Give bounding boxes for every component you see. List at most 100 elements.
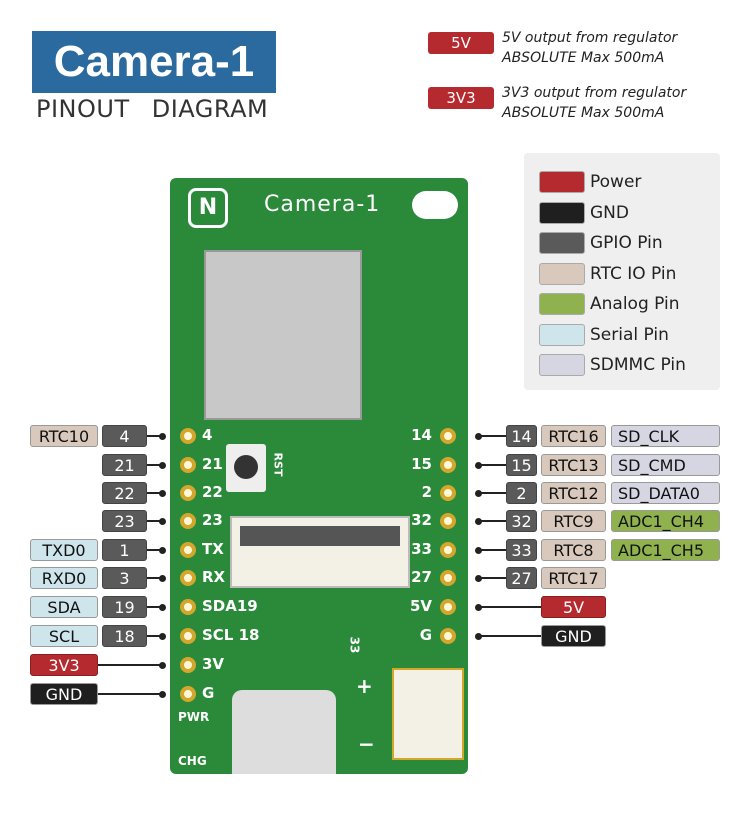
- pin-label-function: SD_DATA0: [611, 482, 720, 504]
- pin-dot: [159, 518, 166, 525]
- reset-button[interactable]: [226, 444, 266, 492]
- pin-label-function: SCL: [30, 625, 98, 647]
- mounting-hole: [412, 191, 458, 219]
- legend-label: GPIO Pin: [590, 233, 663, 253]
- legend-label: Serial Pin: [590, 324, 669, 345]
- pin-silk: 5V: [409, 597, 432, 615]
- pin-leader: [147, 520, 162, 522]
- pin-pad: [440, 628, 456, 644]
- note-3v3-line2: ABSOLUTE Max 500mA: [502, 105, 665, 121]
- logo-icon: N: [188, 188, 228, 228]
- battery-connector: [392, 668, 464, 760]
- pin-silk: 14: [411, 426, 432, 444]
- legend-label: GND: [590, 202, 629, 223]
- legend-label: SDMMC Pin: [590, 355, 686, 375]
- pin-silk: RX: [202, 568, 226, 586]
- pin-leader: [147, 492, 162, 494]
- pin-label-function: RXD0: [30, 567, 98, 589]
- pin-label-gpio: 19: [102, 596, 147, 618]
- pin-pad: [440, 457, 456, 473]
- legend-swatch: [539, 201, 585, 224]
- pin-label-power: GND: [30, 683, 98, 705]
- pin-label-gpio: 2: [506, 482, 537, 504]
- pin-leader: [478, 520, 506, 522]
- page-title: Camera-1: [32, 31, 276, 93]
- pin-dot: [159, 662, 166, 669]
- legend-swatch: [539, 323, 585, 346]
- pin-pad: [180, 570, 196, 586]
- board-name: Camera-1: [264, 192, 381, 217]
- plus-label: +: [356, 674, 373, 698]
- pin-silk: TX: [202, 540, 224, 558]
- pin-leader: [478, 577, 506, 579]
- pwr-label: PWR: [178, 710, 210, 724]
- pin-label-rtc: RTC17: [541, 567, 606, 589]
- pin-label-gpio: 1: [102, 539, 147, 561]
- pin-silk: 33: [411, 540, 432, 558]
- legend-swatch: [539, 262, 585, 285]
- pin-leader: [478, 549, 506, 551]
- pin-leader: [147, 635, 162, 637]
- pin-label-rtc: RTC9: [541, 510, 606, 532]
- rst-label: RST: [271, 452, 285, 477]
- pin-label-rtc: RTC8: [541, 539, 606, 561]
- pin-leader: [147, 549, 162, 551]
- pin-silk: 21: [202, 455, 223, 473]
- pin-label-gpio: 15: [506, 454, 537, 476]
- legend-swatch: [539, 232, 585, 254]
- pin-label-rtc: RTC13: [541, 454, 606, 476]
- pin-pad: [180, 599, 196, 615]
- pin-dot: [159, 575, 166, 582]
- note-3v3-line1: 3V3 output from regulator: [502, 85, 687, 101]
- pin-label-gpio: 18: [102, 625, 147, 647]
- pin-silk: 23: [202, 511, 223, 529]
- pin-label-function: SDA: [30, 596, 98, 618]
- pin-label-function: TXD0: [30, 539, 98, 561]
- pin-silk: G: [202, 684, 215, 702]
- pin-silk: 4: [202, 426, 213, 444]
- legend-label: RTC IO Pin: [590, 263, 677, 284]
- pin-pad: [180, 485, 196, 501]
- pin-pad: [180, 657, 196, 673]
- pin-dot: [159, 633, 166, 640]
- note-5v-tag: 5V: [428, 32, 494, 54]
- pin-leader: [147, 464, 162, 466]
- pin-silk: 32: [411, 511, 432, 529]
- pin-label-gpio: 22: [102, 482, 147, 504]
- pin-label-function: SD_CMD: [611, 454, 720, 476]
- chg-label: CHG: [178, 754, 207, 768]
- pin-pad: [440, 570, 456, 586]
- pin-label-function: ADC1_CH4: [611, 510, 720, 532]
- pin-label-gpio: 33: [506, 539, 537, 561]
- pin-leader: [478, 435, 506, 437]
- legend-swatch: [539, 293, 585, 315]
- pin-silk: 22: [202, 483, 223, 501]
- pin-silk: 15: [411, 455, 432, 473]
- pin-dot: [159, 547, 166, 554]
- legend-label: Power: [590, 172, 642, 192]
- pin-dot: [159, 691, 166, 698]
- note-5v-line1: 5V output from regulator: [502, 30, 678, 46]
- pin-leader: [147, 577, 162, 579]
- pin-pad: [440, 599, 456, 615]
- pin-dot: [159, 490, 166, 497]
- pin-dot: [159, 433, 166, 440]
- pin-dot: [159, 604, 166, 611]
- pin-label-gpio: 27: [506, 567, 537, 589]
- legend-swatch: [539, 354, 585, 376]
- pin-silk: G: [419, 626, 432, 644]
- legend-label: Analog Pin: [590, 294, 680, 314]
- legend-swatch: [539, 171, 585, 193]
- bat-label: 33: [347, 636, 362, 654]
- pin-label-gpio: 14: [506, 425, 537, 447]
- pin-pad: [180, 513, 196, 529]
- pin-label-function: ADC1_CH5: [611, 539, 720, 561]
- pin-label-power: 5V: [541, 596, 606, 618]
- minus-label: −: [358, 732, 375, 756]
- pin-pad: [180, 428, 196, 444]
- pin-silk: 2: [421, 483, 432, 501]
- pin-label-gpio: 23: [102, 510, 147, 532]
